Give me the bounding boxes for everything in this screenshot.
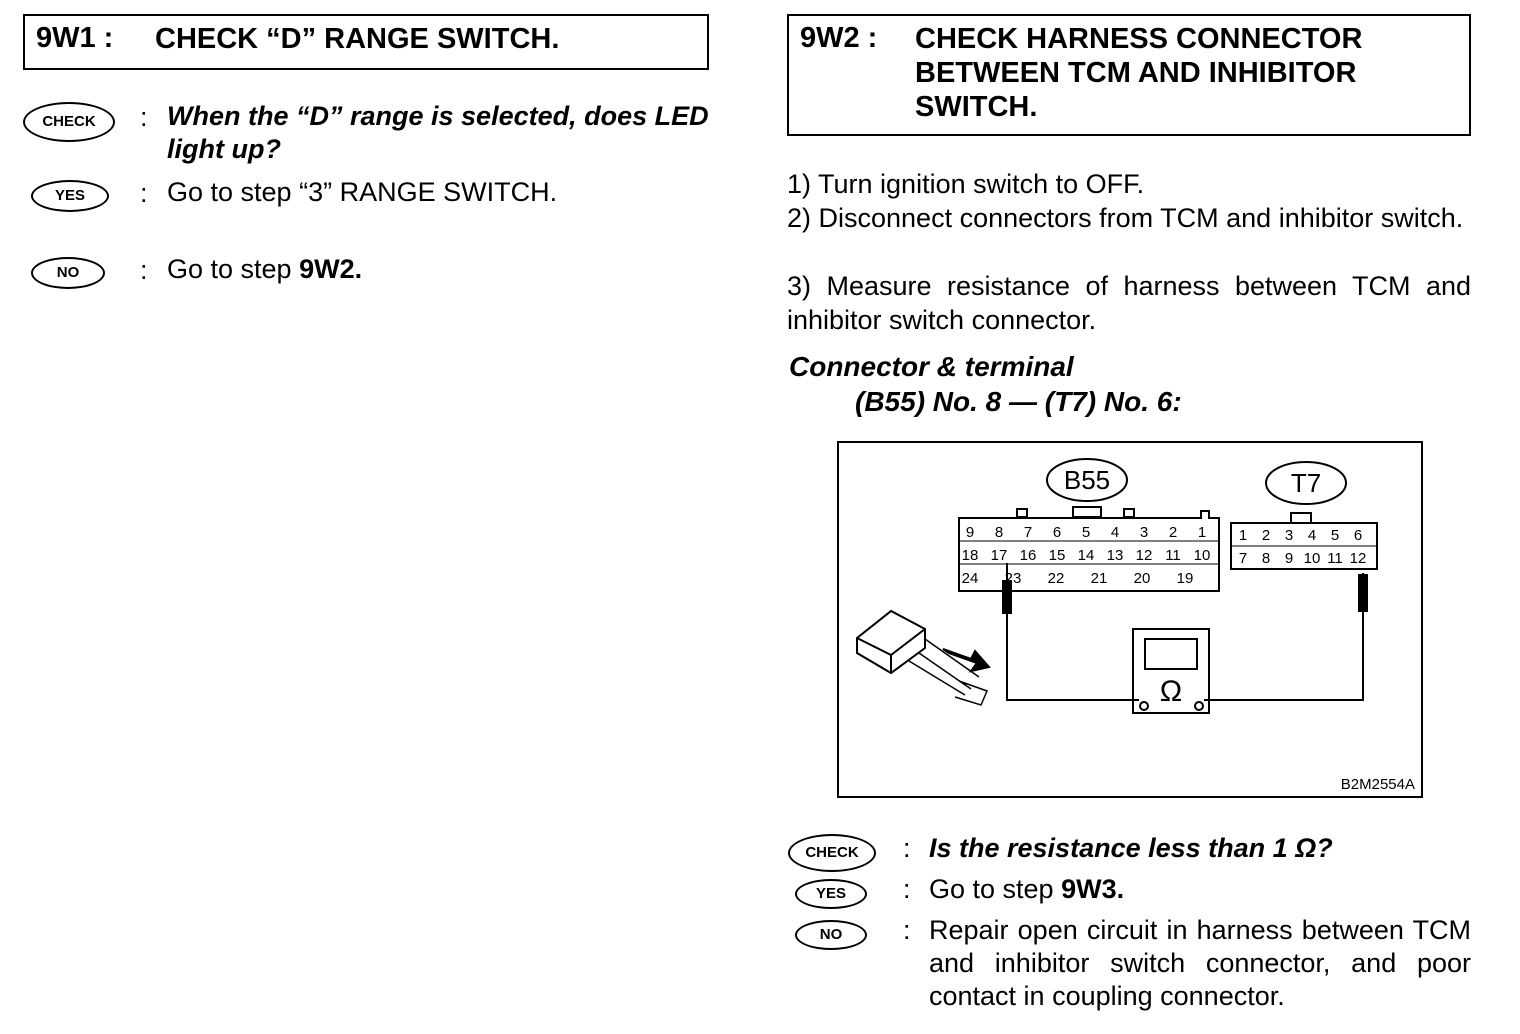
b55-pin-21: 21 [1091,570,1108,587]
no-instruction-step: 9W2. [299,254,363,284]
t7-pin-11: 11 [1327,550,1343,567]
t7-pin-7: 7 [1239,550,1247,567]
b55-pin-5: 5 [1082,524,1090,541]
yes-badge: YES [31,180,109,212]
b55-pin-6: 6 [1053,524,1061,541]
b55-pin-7: 7 [1024,524,1032,541]
test-lead-left [1006,563,1139,701]
step-number: 9W2 : [800,22,878,54]
no-instruction: Repair open circuit in harness between T… [929,915,1471,1011]
yes-instruction-text: Go to step [929,874,1062,904]
check-badge: CHECK [23,102,115,142]
colon: : [903,915,911,945]
b55-connector-outline [958,510,1220,592]
yes-instruction: Go to step “3” RANGE SWITCH. [167,177,558,207]
ohm-symbol: Ω [1160,675,1182,708]
colon: : [140,255,148,285]
test-lead-right [1204,573,1364,701]
t7-pin-4: 4 [1308,527,1316,544]
b55-pin-1: 1 [1198,524,1206,541]
colon: : [903,833,911,863]
t7-pin-10: 10 [1304,550,1321,567]
connector-label-t7: T7 [1291,468,1321,498]
t7-pin-6: 6 [1354,527,1362,544]
ohmmeter [1132,628,1210,714]
no-badge: NO [795,920,867,950]
b55-pin-20: 20 [1134,570,1151,587]
t7-pin-12: 12 [1350,550,1367,567]
b55-pin-2: 2 [1169,524,1177,541]
step-9w1-header: 9W1 : CHECK “D” RANGE SWITCH. [23,14,709,70]
step-9w2-header: 9W2 : CHECK HARNESS CONNECTOR BETWEEN TC… [787,14,1471,136]
b55-pin-11: 11 [1165,547,1181,564]
b55-pin-8: 8 [995,524,1003,541]
procedure-step-1: 1) Turn ignition switch to OFF. [787,169,1145,199]
b55-pin-24: 24 [962,570,979,587]
t7-pin-9: 9 [1285,550,1293,567]
b55-pin-16: 16 [1020,547,1037,564]
yes-badge: YES [795,879,867,909]
step-number: 9W1 : [36,22,114,54]
b55-pin-3: 3 [1140,524,1148,541]
b55-pin-17: 17 [991,547,1008,564]
check-badge: CHECK [788,834,876,872]
b55-pin-15: 15 [1049,547,1066,564]
connector-label-bubble [1046,458,1128,502]
t7-pin-2: 2 [1262,527,1270,544]
step-title: CHECK “D” RANGE SWITCH. [155,23,560,55]
colon: : [140,102,148,132]
no-instruction: Go to step 9W2. [167,253,712,286]
connector-label-b55: B55 [1064,465,1110,495]
no-badge: NO [31,257,105,289]
step-title: CHECK HARNESS CONNECTOR BETWEEN TCM AND … [915,23,1363,123]
b55-pin-19: 19 [1177,570,1194,587]
procedure-step-3: 3) Measure resistance of harness between… [787,271,1471,335]
b55-pin-4: 4 [1111,524,1119,541]
spec-value: (B55) No. 8 — (T7) No. 6: [855,386,1182,417]
t7-pin-5: 5 [1331,527,1339,544]
no-instruction-text: Go to step [167,254,300,284]
b55-pin-9: 9 [966,524,974,541]
figure-code: B2M2554A [1341,776,1415,793]
connector-illustration [856,609,926,675]
b55-pin-22: 22 [1048,570,1065,587]
b55-pin-12: 12 [1136,547,1153,564]
check-question: Is the resistance less than 1 Ω? [929,833,1333,863]
colon: : [903,874,911,904]
b55-pin-10: 10 [1194,547,1211,564]
connector-label-bubble [1265,461,1347,505]
b55-pin-13: 13 [1107,547,1124,564]
t7-pin-1: 1 [1239,527,1247,544]
t7-pin-3: 3 [1285,527,1293,544]
colon: : [140,178,148,208]
b55-pin-23: 23 [1005,570,1022,587]
procedure-step-2: 2) Disconnect connectors from TCM and in… [787,203,1464,233]
spec-label: Connector & terminal [789,351,1074,382]
check-question: When the “D” range is selected, does LED… [167,101,709,164]
yes-instruction-step: 9W3. [1061,874,1125,904]
arrow-icon [942,648,991,673]
t7-pin-8: 8 [1262,550,1270,567]
yes-instruction: Go to step 9W3. [929,873,1469,906]
b55-pin-14: 14 [1078,547,1095,564]
b55-pin-18: 18 [962,547,979,564]
